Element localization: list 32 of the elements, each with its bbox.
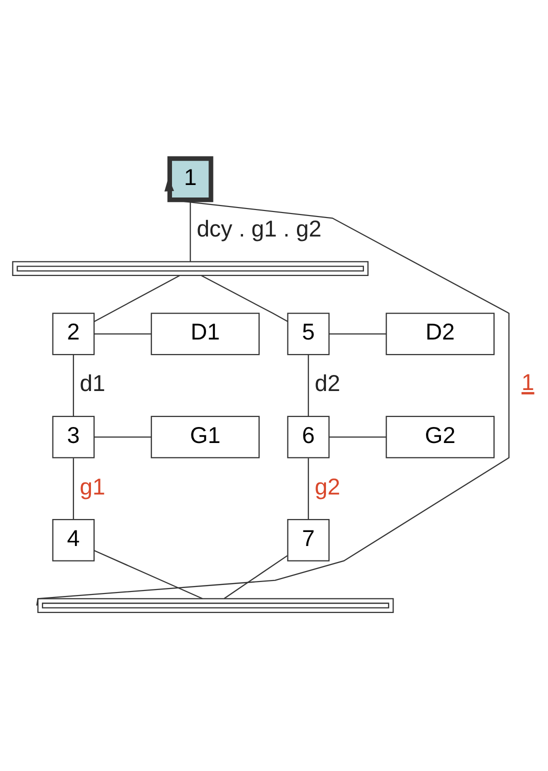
connector xyxy=(190,200,191,262)
node-bar xyxy=(12,261,369,276)
node-box: 2 xyxy=(52,312,95,356)
connector xyxy=(94,333,152,334)
connector xyxy=(94,436,152,438)
node-box: 3 xyxy=(52,416,95,458)
node-bar xyxy=(37,598,394,613)
connector xyxy=(308,355,309,416)
connector xyxy=(94,550,203,600)
connector xyxy=(308,458,309,520)
node-box: 5 xyxy=(287,312,330,356)
connector xyxy=(224,555,288,599)
edge-label: d2 xyxy=(314,370,340,396)
node-box: 7 xyxy=(287,519,330,562)
edge-label: dcy . g1 . g2 xyxy=(196,216,322,242)
connector xyxy=(72,355,74,416)
node-box: D1 xyxy=(150,312,260,356)
edge-label: g1 xyxy=(80,473,106,500)
connector xyxy=(329,333,386,334)
edge-label: 1 xyxy=(522,369,534,396)
node-box: G1 xyxy=(150,416,260,458)
node-box: 4 xyxy=(52,519,95,562)
node-box: 1 xyxy=(167,156,214,202)
connector xyxy=(201,275,288,322)
connector xyxy=(72,458,74,520)
node-box: D2 xyxy=(386,312,495,356)
node-box: 6 xyxy=(287,416,330,458)
edge-label: g2 xyxy=(314,473,340,500)
connector xyxy=(94,275,180,322)
node-box: G2 xyxy=(386,416,495,458)
edge-label: d1 xyxy=(80,370,106,396)
connector xyxy=(329,436,386,438)
